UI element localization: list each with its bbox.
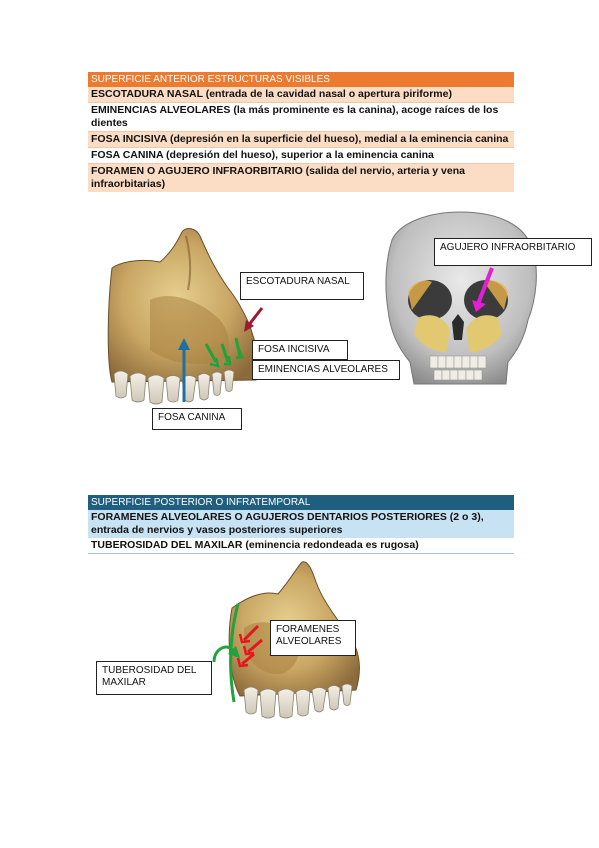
escotadura-arrow [244,307,264,332]
anterior-surface-table: SUPERFICIE ANTERIOR ESTRUCTURAS VISIBLES… [88,72,514,192]
label-fosa-canina: FOSA CANINA [152,408,242,430]
fosa-canina-arrow [178,338,190,402]
table-row: FORAMENES ALVEOLARES O AGUJEROS DENTARIO… [88,510,514,538]
table-row: FORAMEN O AGUJERO INFRAORBITARIO (salida… [88,164,514,192]
table-row: ESCOTADURA NASAL (entrada de la cavidad … [88,87,514,102]
label-fosa-incisiva: FOSA INCISIVA [252,340,348,360]
label-foramenes-alveolares: FORAMENES ALVEOLARES [270,620,356,656]
table-row: FOSA INCISIVA (depresión en la superfici… [88,132,514,147]
posterior-surface-table: SUPERFICIE POSTERIOR O INFRATEMPORAL FOR… [88,495,514,554]
eminencias-arrows [204,337,244,368]
label-tuberosidad-maxilar: TUBEROSIDAD DEL MAXILAR [96,661,212,695]
agujero-arrow [472,267,494,312]
table-header: SUPERFICIE POSTERIOR O INFRATEMPORAL [88,495,514,510]
table-row: FOSA CANINA (depresión del hueso), super… [88,147,514,164]
maxilla-anterior-image [107,228,264,405]
tuberosidad-line [212,603,240,703]
table-header: SUPERFICIE ANTERIOR ESTRUCTURAS VISIBLES [88,72,514,87]
table-row: EMINENCIAS ALVEOLARES (la más prominente… [88,102,514,132]
label-escotadura-nasal: ESCOTADURA NASAL [240,272,364,300]
label-agujero-infraorbitario: AGUJERO INFRAORBITARIO [434,238,592,266]
table-row: TUBEROSIDAD DEL MAXILAR (eminencia redon… [88,538,514,554]
label-eminencias-alveolares: EMINENCIAS ALVEOLARES [252,360,400,380]
foramenes-arrows [236,624,263,668]
